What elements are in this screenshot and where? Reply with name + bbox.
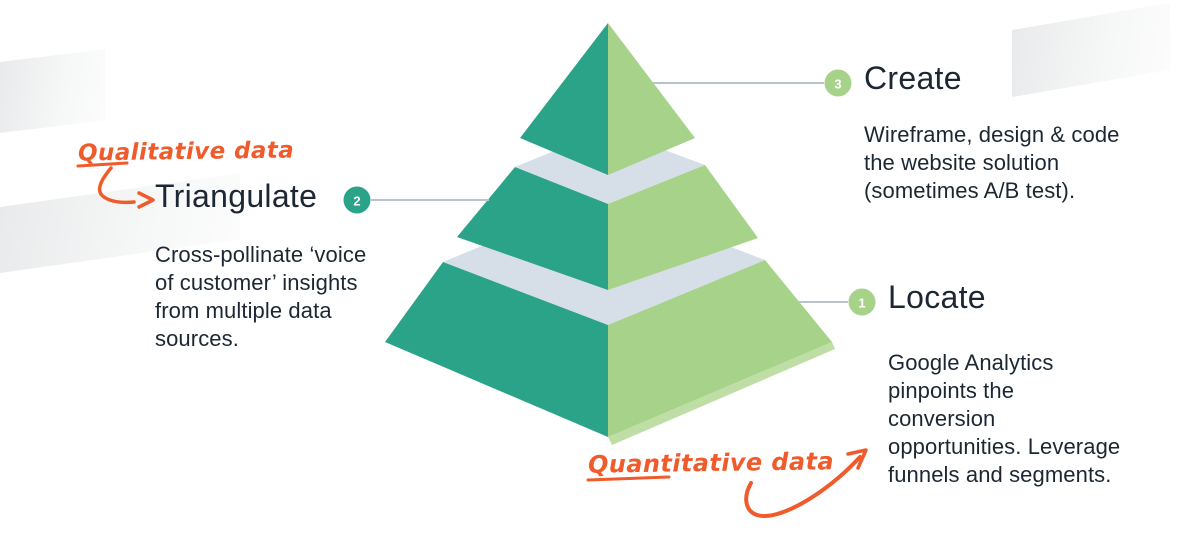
triangulate-section: Triangulate xyxy=(155,178,317,215)
badge-create-number: 3 xyxy=(834,77,841,92)
tier1-right-face xyxy=(608,260,832,437)
locate-section: Locate xyxy=(888,279,986,316)
tier2-right-face xyxy=(608,165,758,290)
qualitative-arrow xyxy=(97,166,136,205)
qualitative-data-label: Qualitative data xyxy=(77,137,295,167)
triangulate-description: Cross-pollinate ‘voice of customer’ insi… xyxy=(155,241,366,353)
create-description-line: the website solution xyxy=(864,150,1060,175)
locate-description-line: Google Analytics xyxy=(888,350,1054,375)
qualitative-arrowhead xyxy=(137,191,155,209)
quantitative-data-label: Quantitative data xyxy=(587,447,835,479)
create-section: Create xyxy=(864,60,962,97)
tier2-left-face xyxy=(457,167,608,290)
create-title: Create xyxy=(864,60,962,96)
quantitative-underline xyxy=(586,475,671,482)
triangulate-description-line: of customer’ insights xyxy=(155,270,358,295)
badge-locate-number: 1 xyxy=(858,296,865,311)
locate-description-line: funnels and segments. xyxy=(888,462,1112,487)
locate-description: Google Analytics pinpoints the conversio… xyxy=(888,349,1120,489)
triangulate-description-line: sources. xyxy=(155,326,239,351)
tier3-right-face xyxy=(608,23,695,175)
triangulate-description-line: Cross-pollinate ‘voice xyxy=(155,242,367,267)
badge-triangulate-number: 2 xyxy=(353,194,360,209)
create-description-line: Wireframe, design & code xyxy=(864,122,1120,147)
quantitative-arrow xyxy=(744,455,862,518)
locate-description-line: conversion xyxy=(888,406,996,431)
qualitative-underline xyxy=(76,161,129,168)
triangulate-description-line: from multiple data xyxy=(155,298,332,323)
quantitative-arrowhead xyxy=(846,448,868,470)
tier3-left-face xyxy=(520,23,608,175)
locate-title: Locate xyxy=(888,279,986,315)
tier1-bottom-bevel xyxy=(608,342,835,445)
create-description: Wireframe, design & code the website sol… xyxy=(864,121,1120,205)
badge-triangulate-circle xyxy=(343,186,371,214)
create-description-line: (sometimes A/B test). xyxy=(864,178,1076,203)
badge-locate-circle xyxy=(848,288,876,316)
tier1-left-face xyxy=(385,262,608,437)
badge-create-circle xyxy=(824,69,852,97)
locate-description-line: opportunities. Leverage xyxy=(888,434,1121,459)
triangulate-title: Triangulate xyxy=(155,178,318,214)
locate-description-line: pinpoints the xyxy=(888,378,1015,403)
